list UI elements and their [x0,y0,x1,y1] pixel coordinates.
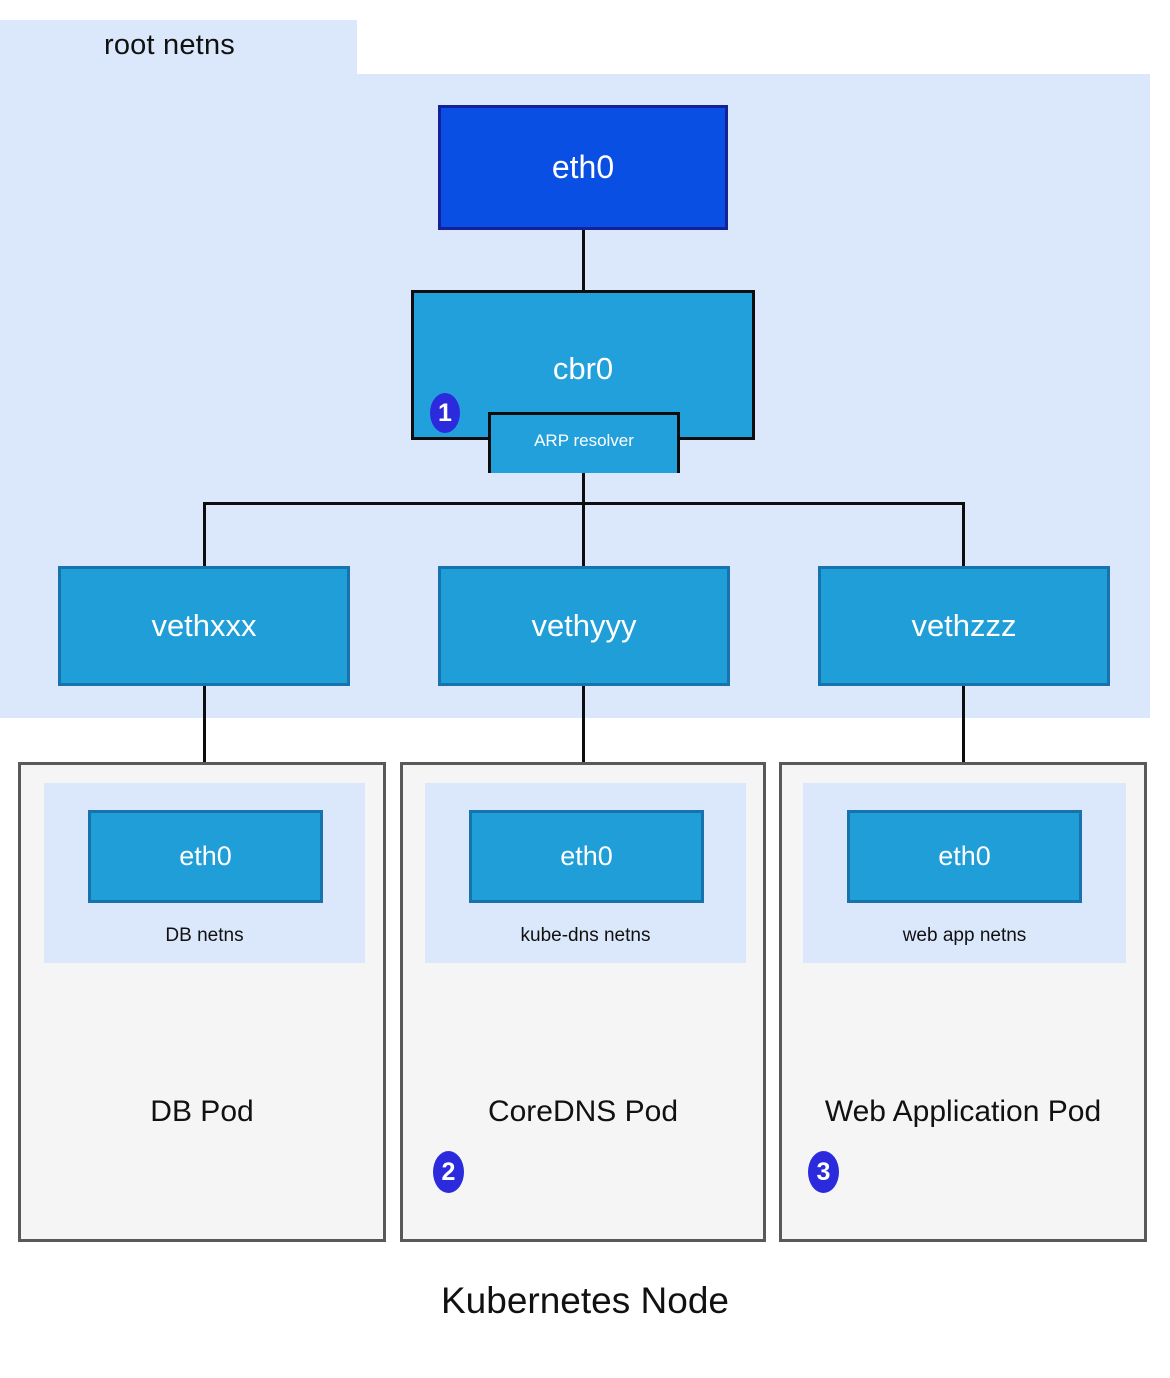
badge-step-1: 1 [430,393,460,433]
pod-web-application[interactable]: web app netns eth0 Web Application Pod 3 [779,762,1147,1242]
pod-coredns-eth0[interactable]: eth0 [469,810,704,903]
node-cbr0-label: cbr0 [552,351,614,386]
node-vethxxx[interactable]: vethxxx [58,566,350,686]
root-netns-label-text: root netns [104,29,235,61]
node-eth0-uplink[interactable]: eth0 [438,105,728,230]
connector-bus-to-vethyyy [582,502,585,568]
root-netns-label: root netns [104,29,235,62]
pod-coredns-eth0-label: eth0 [560,841,613,871]
pod-coredns-netns-label: kube-dns netns [520,925,651,946]
node-vethyyy[interactable]: vethyyy [438,566,730,686]
diagram-footer-title: Kubernetes Node [441,1280,729,1321]
badge-step-1-label: 1 [438,398,452,427]
node-arp-resolver-label: ARP resolver [534,431,634,450]
node-eth0-uplink-label: eth0 [551,149,615,185]
pod-db-title: DB Pod [150,1095,254,1128]
badge-step-2-label: 2 [441,1157,456,1186]
connector-vethzzz-to-pod3-eth0 [962,686,965,814]
badge-step-2: 2 [433,1151,464,1193]
node-vethzzz-label: vethzzz [911,608,1017,643]
connector-eth0-to-cbr0 [582,230,585,290]
connector-arp-to-bus [582,473,585,505]
connector-vethxxx-to-pod1-eth0 [203,686,206,814]
pod-db-netns-label: DB netns [165,925,244,946]
pod-coredns-title: CoreDNS Pod [487,1095,679,1128]
root-netns-top-band [0,20,357,76]
badge-step-3: 3 [808,1151,839,1193]
pod-db-eth0[interactable]: eth0 [88,810,323,903]
node-vethzzz[interactable]: vethzzz [818,566,1110,686]
badge-step-3-label: 3 [816,1157,831,1186]
connector-bus-to-vethzzz [962,502,965,568]
pod-web-eth0[interactable]: eth0 [847,810,1082,903]
connector-vethyyy-to-pod2-eth0 [582,686,585,814]
node-arp-resolver[interactable]: ARP resolver [488,412,680,473]
pod-coredns[interactable]: kube-dns netns eth0 CoreDNS Pod 2 [400,762,766,1242]
connector-bus-to-vethxxx [203,502,206,568]
pod-web-netns-label: web app netns [902,925,1027,946]
pod-db-eth0-label: eth0 [179,841,232,871]
pod-web-title: Web Application Pod [824,1095,1102,1128]
pod-db[interactable]: DB netns eth0 DB Pod [18,762,386,1242]
node-vethyyy-label: vethyyy [531,608,637,643]
node-vethxxx-label: vethxxx [151,608,257,643]
pod-web-eth0-label: eth0 [938,841,991,871]
